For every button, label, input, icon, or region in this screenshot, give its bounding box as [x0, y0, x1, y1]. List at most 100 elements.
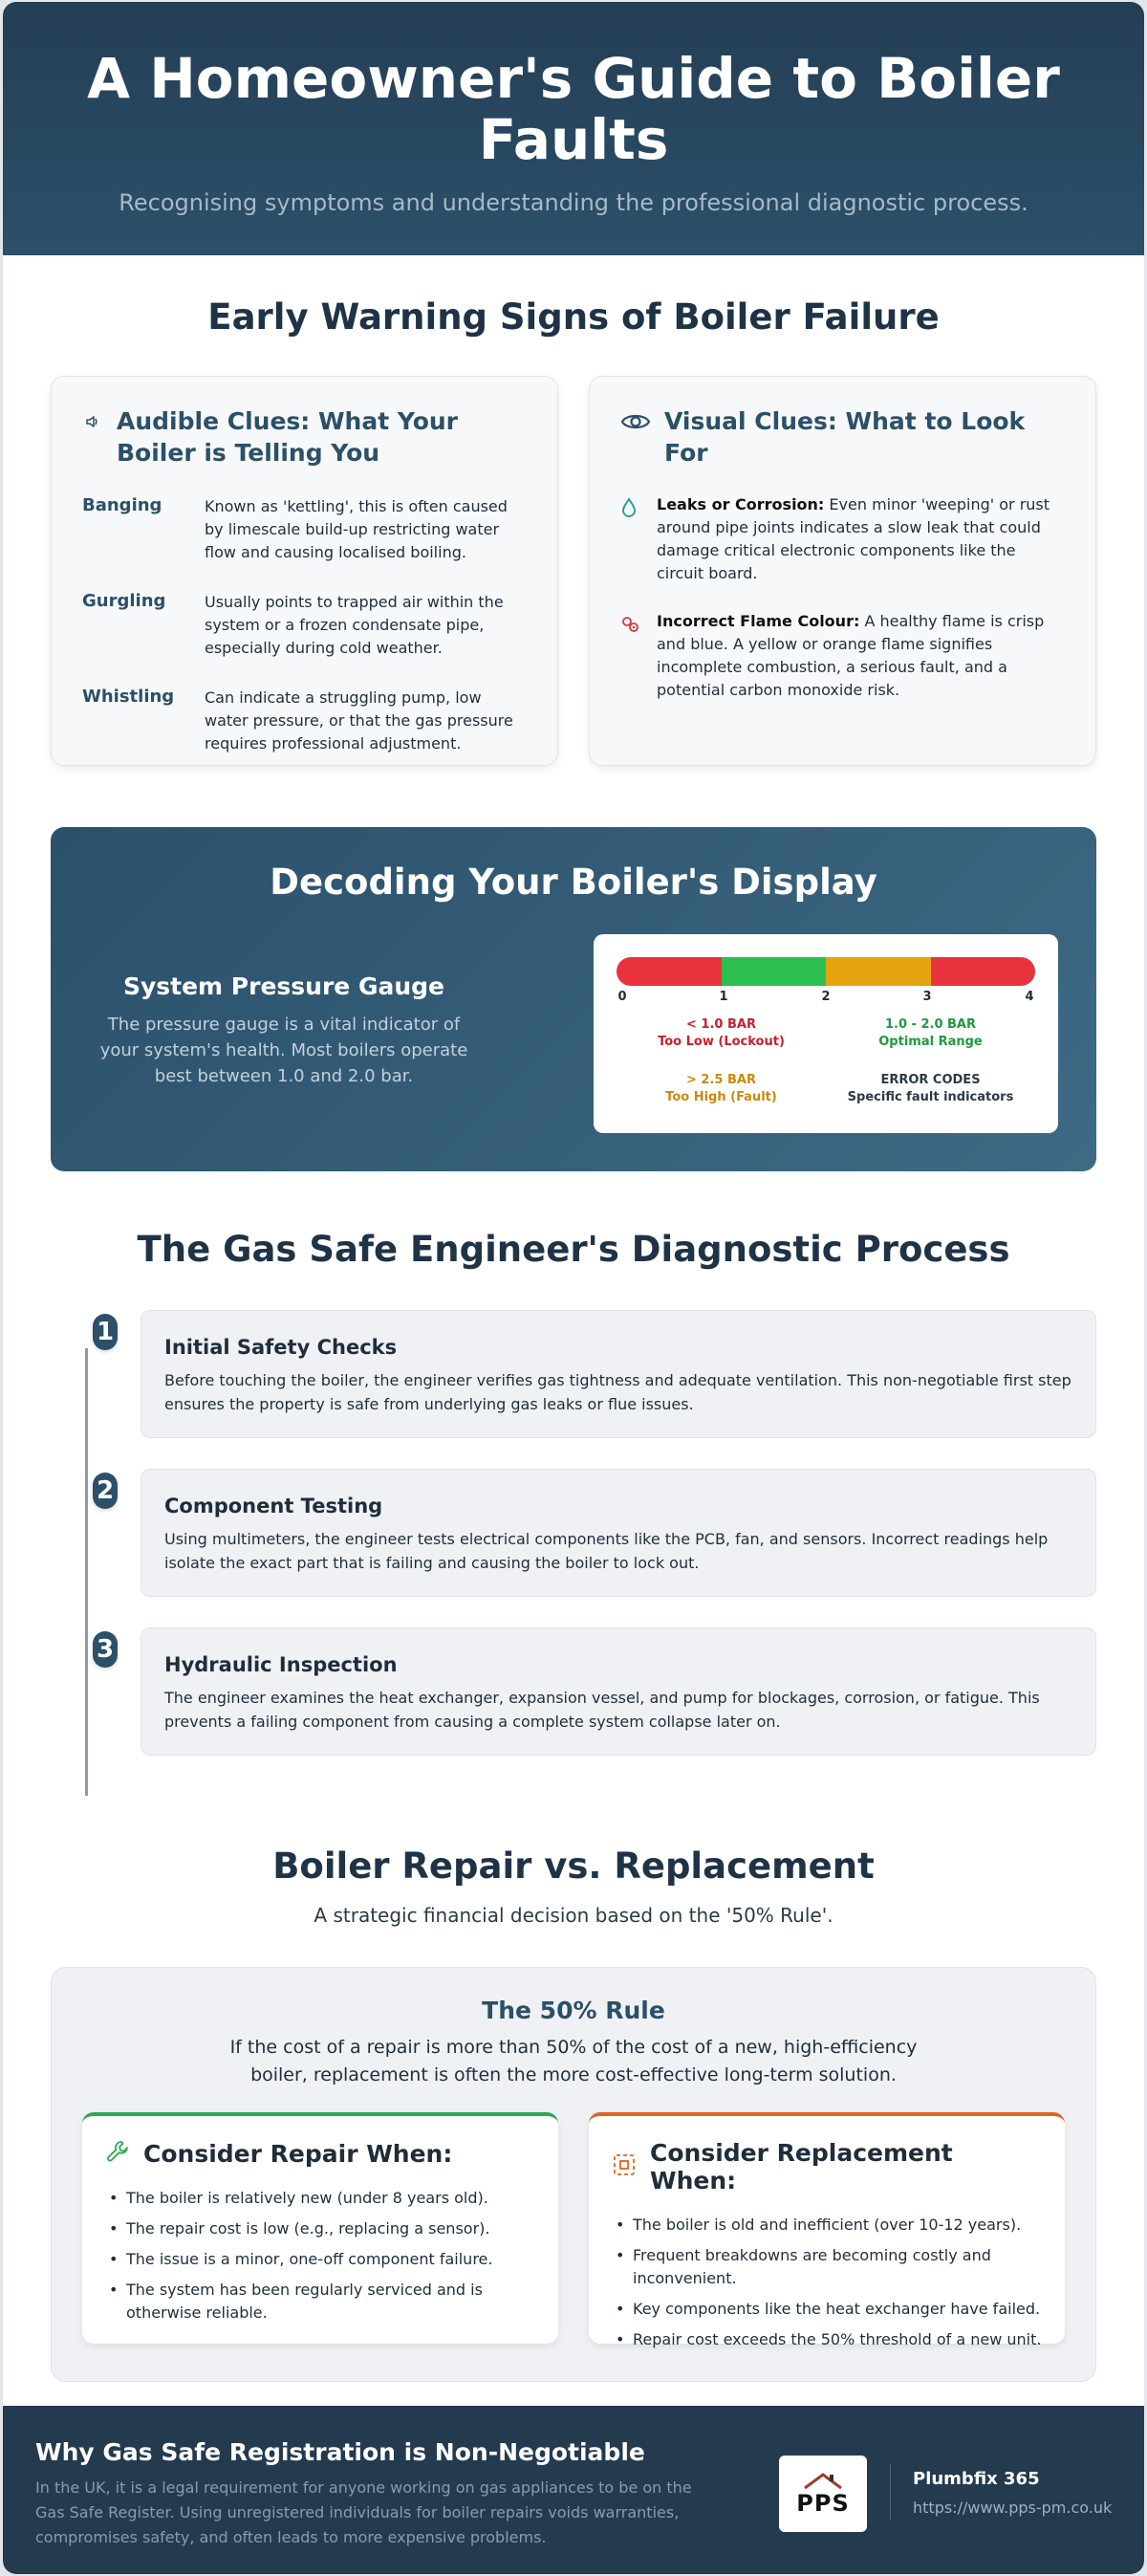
legend-label: Too Low (Lockout)	[658, 1035, 785, 1049]
visual-clues-title: Visual Clues: What to Look For	[664, 407, 1026, 467]
warning-signs-title: Early Warning Signs of Boiler Failure	[207, 296, 940, 338]
step-desc: Using multimeters, the engineer tests el…	[164, 1530, 1049, 1572]
page: A Homeowner's Guide to Boiler Faults Rec…	[3, 2, 1144, 2574]
gauge-tick: 2	[821, 990, 831, 1004]
legend-label: Specific fault indicators	[847, 1090, 1014, 1104]
process-title: The Gas Safe Engineer's Diagnostic Proce…	[137, 1229, 1010, 1270]
repair-when-list: The boiler is relatively new (under 8 ye…	[105, 2187, 535, 2325]
page-subtitle: Recognising symptoms and understanding t…	[119, 189, 1028, 216]
list-item: Incorrect Flame Colour: A healthy flame …	[620, 610, 1065, 702]
legend-label: Optimal Range	[878, 1035, 983, 1049]
audible-clues-title: Audible Clues: What Your Boiler is Telli…	[117, 407, 458, 467]
house-roof-icon	[804, 2473, 842, 2490]
legend-item: < 1.0 BAR Too Low (Lockout)	[617, 1016, 826, 1051]
footer-text: In the UK, it is a legal requirement for…	[35, 2478, 692, 2546]
logo-text: PPS	[796, 2490, 850, 2517]
list-item: The issue is a minor, one-off component …	[105, 2248, 535, 2271]
legend-value: < 1.0 BAR	[686, 1017, 756, 1032]
footer: Why Gas Safe Registration is Non-Negotia…	[3, 2406, 1144, 2574]
replace-when-list: The boiler is old and inefficient (over …	[612, 2214, 1042, 2351]
step-title: Hydraulic Inspection	[164, 1653, 398, 1676]
sound-desc: Usually points to trapped air within the…	[205, 593, 504, 657]
gauge-tick: 0	[617, 990, 627, 1004]
legend-item: 1.0 - 2.0 BAR Optimal Range	[826, 1016, 1035, 1051]
list-item: The boiler is relatively new (under 8 ye…	[105, 2187, 535, 2210]
list-item: Leaks or Corrosion: Even minor 'weeping'…	[620, 493, 1065, 585]
footer-title: Why Gas Safe Registration is Non-Negotia…	[35, 2438, 645, 2466]
rule-title: The 50% Rule	[482, 1997, 665, 2024]
list-item: Whistling Can indicate a struggling pump…	[82, 687, 527, 755]
gauge-desc: The pressure gauge is a vital indicator …	[99, 1015, 468, 1086]
fifty-percent-rule-box: The 50% Rule If the cost of a repair is …	[51, 1967, 1096, 2382]
pressure-gauge-bar	[617, 957, 1035, 986]
clue-label: Leaks or Corrosion:	[657, 495, 825, 513]
process-step: Hydraulic Inspection The engineer examin…	[141, 1627, 1096, 1756]
replace-when-title: Consider Replacement When:	[650, 2139, 953, 2194]
list-item: The repair cost is low (e.g., replacing …	[105, 2217, 535, 2240]
clue-label: Incorrect Flame Colour:	[657, 612, 860, 630]
list-item: Frequent breakdowns are becoming costly …	[612, 2244, 1042, 2290]
list-item: Banging Known as 'kettling', this is oft…	[82, 495, 527, 564]
replace-icon	[612, 2152, 637, 2181]
brand-url-link[interactable]: https://www.pps-pm.co.uk	[913, 2499, 1113, 2517]
gauge-ticks: 0 1 2 3 4	[617, 990, 1035, 1009]
repair-title: Boiler Repair vs. Replacement	[272, 1845, 875, 1887]
speaker-icon	[82, 405, 103, 437]
step-desc: The engineer examines the heat exchanger…	[164, 1689, 1040, 1731]
process-step: Initial Safety Checks Before touching th…	[141, 1310, 1096, 1438]
gauge-title: System Pressure Gauge	[122, 972, 445, 1000]
legend-value: 1.0 - 2.0 BAR	[884, 1017, 976, 1032]
eye-icon	[620, 405, 651, 437]
step-number: 3	[93, 1631, 118, 1668]
gauge-legend: < 1.0 BAR Too Low (Lockout) 1.0 - 2.0 BAR…	[617, 1016, 1035, 1106]
step-desc: Before touching the boiler, the engineer…	[164, 1371, 1071, 1413]
brand-name: Plumbfix 365	[913, 2469, 1040, 2489]
company-logo[interactable]: PPS	[779, 2456, 867, 2532]
rule-text: If the cost of a repair is more than 50%…	[229, 2037, 918, 2085]
gauge-segment-low	[617, 957, 722, 986]
gauge-description: System Pressure Gauge The pressure gauge…	[93, 972, 475, 1089]
sound-name: Banging	[82, 495, 162, 515]
list-item: The system has been regularly serviced a…	[105, 2279, 535, 2325]
wrench-icon	[105, 2139, 130, 2168]
process-step: Component Testing Using multimeters, the…	[141, 1469, 1096, 1597]
gauge-segment-optimal	[721, 957, 826, 986]
gauge-tick: 4	[1025, 990, 1034, 1004]
droplet-icon	[620, 493, 641, 585]
list-item: Repair cost exceeds the 50% threshold of…	[612, 2328, 1042, 2351]
brand-info: Plumbfix 365 https://www.pps-pm.co.uk	[913, 2469, 1112, 2517]
replace-when-card: Consider Replacement When: The boiler is…	[589, 2112, 1065, 2351]
audible-clues-card: Audible Clues: What Your Boiler is Telli…	[51, 376, 558, 766]
legend-value: > 2.5 BAR	[686, 1073, 756, 1087]
boiler-display-section: Decoding Your Boiler's Display System Pr…	[51, 827, 1096, 1171]
list-item: Gurgling Usually points to trapped air w…	[82, 591, 527, 660]
timeline-line	[85, 1348, 88, 1796]
sound-desc: Known as 'kettling', this is often cause…	[205, 497, 508, 561]
page-title: A Homeowner's Guide to Boiler Faults	[87, 46, 1060, 172]
gauge-tick: 1	[719, 990, 728, 1004]
footer-divider	[890, 2463, 891, 2521]
legend-label: Too High (Fault)	[665, 1090, 777, 1104]
flame-icon	[620, 610, 641, 702]
sound-desc: Can indicate a struggling pump, low wate…	[205, 688, 513, 753]
step-number: 1	[93, 1314, 118, 1350]
legend-item: ERROR CODES Specific fault indicators	[826, 1072, 1035, 1106]
list-item: The boiler is old and inefficient (over …	[612, 2214, 1042, 2237]
step-number: 2	[93, 1473, 118, 1509]
sound-name: Gurgling	[82, 591, 166, 611]
legend-item: > 2.5 BAR Too High (Fault)	[617, 1072, 826, 1106]
clue-desc: A healthy flame is crisp and blue. A yel…	[657, 612, 1045, 699]
gauge-tick: 3	[922, 990, 932, 1004]
gauge-segment-high	[826, 957, 931, 986]
step-title: Component Testing	[164, 1495, 383, 1517]
diagnostic-process-timeline: 1 Initial Safety Checks Before touching …	[3, 1310, 1144, 1836]
repair-when-title: Consider Repair When:	[143, 2139, 453, 2168]
repair-when-card: Consider Repair When: The boiler is rela…	[82, 2112, 558, 2344]
gauge-segment-fault	[930, 957, 1035, 986]
display-title: Decoding Your Boiler's Display	[270, 862, 877, 903]
legend-value: ERROR CODES	[880, 1073, 981, 1087]
pressure-gauge-card: 0 1 2 3 4 < 1.0 BAR Too Low (Lockout) 1.0…	[594, 934, 1058, 1133]
sound-name: Whistling	[82, 687, 175, 707]
step-title: Initial Safety Checks	[164, 1336, 398, 1359]
visual-clues-card: Visual Clues: What to Look For Leaks or …	[589, 376, 1096, 766]
